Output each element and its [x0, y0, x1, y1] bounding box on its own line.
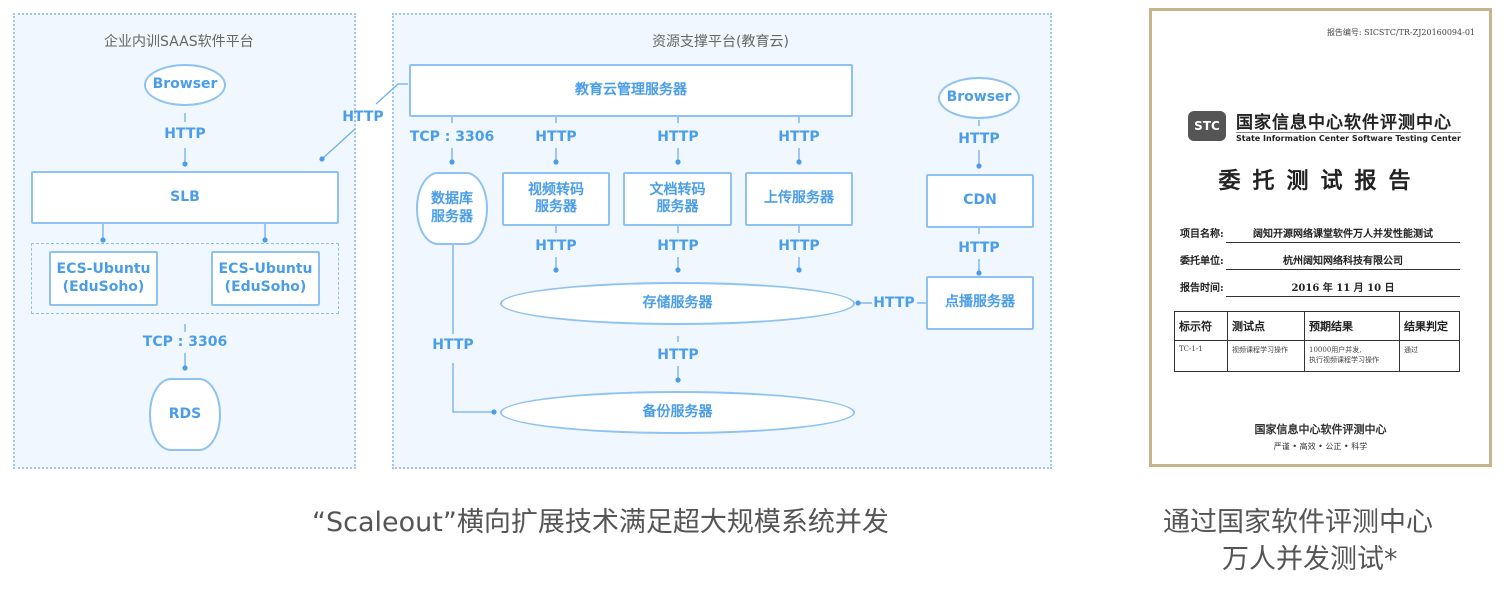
table-header: 预期结果: [1304, 311, 1400, 341]
caption-test-line2: 万人并发测试*: [1222, 544, 1398, 575]
http-label-cross-link: HTTP: [342, 109, 384, 125]
caption-test-line1: 通过国家软件评测中心: [1163, 507, 1433, 538]
education-cloud-title: 资源支撑平台(教育云): [652, 34, 789, 50]
tcp-label-left: TCP : 3306: [142, 334, 228, 350]
cloud-management-server: 教育云管理服务器: [409, 64, 853, 117]
http-label-browser-cdn: HTTP: [958, 131, 1000, 147]
org-name-en: State Information Center Software Testin…: [1236, 132, 1461, 143]
test-report-document: 报告编号: SICSTC/TR-ZJ20160094-01 STC 国家信息中心…: [1149, 8, 1492, 467]
table-header: 结果判定: [1399, 311, 1460, 341]
table-header: 标示符: [1174, 311, 1228, 341]
vod-server: 点播服务器: [926, 276, 1034, 330]
http-label-video: HTTP: [535, 129, 577, 145]
http-label-doc: HTTP: [657, 129, 699, 145]
http-label-vod-storage: HTTP: [873, 295, 915, 311]
table-header-row: 标示符 测试点 预期结果 结果判定: [1174, 311, 1460, 341]
ecs-ubuntu-node-2: ECS-Ubuntu (EduSoho): [211, 251, 320, 306]
http-label-upload-storage: HTTP: [778, 238, 820, 254]
rds-node: RDS: [149, 378, 221, 451]
table-cell: 10000用户并发, 执行视频课程学习操作: [1304, 340, 1400, 372]
http-label-doc-storage: HTTP: [657, 238, 699, 254]
video-transcode-server: 视频转码 服务器: [502, 172, 610, 226]
field-value-date: 2016 年 11 月 10 日: [1226, 279, 1460, 297]
database-server: 数据库 服务器: [416, 172, 488, 245]
table-cell: 视频课程学习操作: [1227, 340, 1305, 372]
ecs-group: [31, 243, 339, 314]
slb-node: SLB: [31, 171, 339, 224]
footer-org: 国家信息中心软件评测中心: [1254, 423, 1387, 436]
doc-transcode-server: 文档转码 服务器: [623, 172, 732, 226]
ecs-ubuntu-node-1: ECS-Ubuntu (EduSoho): [49, 251, 158, 306]
report-number: 报告编号: SICSTC/TR-ZJ20160094-01: [1326, 28, 1475, 37]
http-label-db-backup: HTTP: [432, 337, 474, 353]
stc-logo-icon: STC: [1188, 111, 1226, 141]
http-label-browser-slb: HTTP: [164, 126, 206, 142]
upload-server: 上传服务器: [745, 172, 853, 226]
saas-platform-title: 企业内训SAAS软件平台: [104, 34, 254, 50]
field-label-date: 报告时间:: [1180, 283, 1224, 294]
cdn-node: CDN: [926, 174, 1034, 228]
http-label-storage-backup: HTTP: [657, 347, 699, 363]
table-header: 测试点: [1227, 311, 1305, 341]
field-value-project: 阔知开源网络课堂软件万人并发性能测试: [1226, 225, 1460, 243]
backup-server: 备份服务器: [500, 391, 855, 434]
http-label-cdn-vod: HTTP: [958, 240, 1000, 256]
field-label-project: 项目名称:: [1180, 229, 1224, 240]
report-title: 委托测试报告: [1218, 168, 1423, 194]
field-label-client: 委托单位:: [1180, 256, 1224, 267]
table-row: TC-1-1 视频课程学习操作 10000用户并发, 执行视频课程学习操作 通过: [1174, 340, 1460, 372]
browser-node-left: Browser: [144, 64, 226, 106]
org-name: 国家信息中心软件评测中心: [1236, 113, 1452, 133]
field-value-client: 杭州阔知网络科技有限公司: [1226, 252, 1460, 270]
table-cell: TC-1-1: [1174, 340, 1228, 372]
storage-server: 存储服务器: [500, 282, 855, 325]
footer-motto: 严谨 • 高效 • 公正 • 科学: [1273, 442, 1368, 451]
http-label-upload: HTTP: [778, 129, 820, 145]
http-label-video-storage: HTTP: [535, 238, 577, 254]
browser-node-right: Browser: [938, 77, 1020, 119]
test-result-table: 标示符 测试点 预期结果 结果判定 TC-1-1 视频课程学习操作 10000用…: [1174, 311, 1460, 372]
table-cell: 通过: [1399, 340, 1460, 372]
tcp-label-right: TCP : 3306: [409, 129, 495, 145]
caption-scaleout: “Scaleout”横向扩展技术满足超大规模系统并发: [312, 507, 889, 538]
